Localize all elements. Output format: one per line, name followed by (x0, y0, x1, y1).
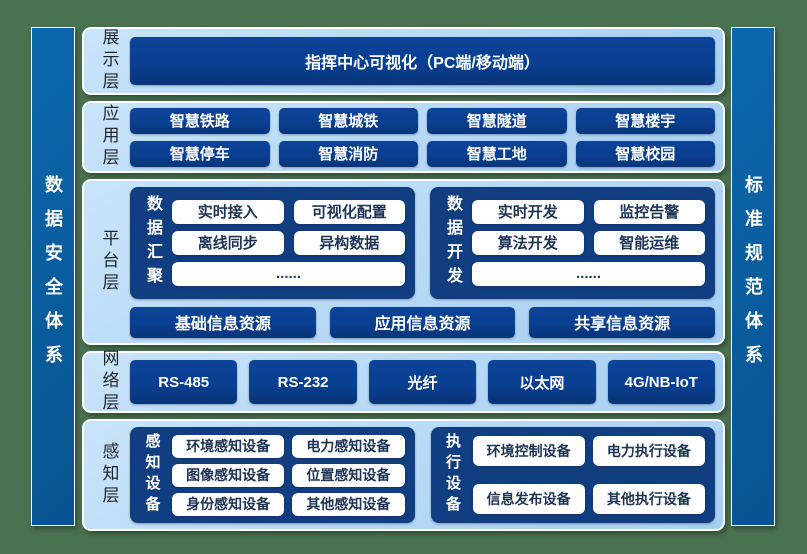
layer-panel-display: 展示层 指挥中心可视化（PC端/移动端） (82, 27, 725, 95)
platform-item: 异构数据 (293, 230, 405, 255)
group-data-aggregation-grid: 实时接入 可视化配置 离线同步 异构数据 ...... (172, 199, 405, 286)
layer-label-platform: 平台层 (94, 229, 124, 295)
app-item: 智慧工地 (427, 140, 567, 167)
group-data-aggregation: 数据汇聚 实时接入 可视化配置 离线同步 异构数据 ...... (130, 186, 415, 299)
platform-content: 数据汇聚 实时接入 可视化配置 离线同步 异构数据 ...... 数据开发 (130, 186, 715, 338)
layer-label-network: 网络层 (94, 349, 124, 415)
app-item: 智慧校园 (575, 140, 715, 167)
app-item: 智慧楼宇 (575, 107, 715, 134)
layer-label-display-text: 展示层 (99, 28, 119, 94)
layer-label-application: 应用层 (94, 104, 124, 170)
perception-content: 感知设备 环境感知设备 电力感知设备 图像感知设备 位置感知设备 身份感知设备 … (130, 427, 715, 523)
app-item: 智慧停车 (130, 140, 270, 167)
group-sensing-devices-label: 感知设备 (140, 433, 164, 517)
group-sensing-devices: 感知设备 环境感知设备 电力感知设备 图像感知设备 位置感知设备 身份感知设备 … (130, 427, 415, 523)
layer-panel-perception: 感知层 感知设备 环境感知设备 电力感知设备 图像感知设备 位置感知设备 身份感… (82, 419, 725, 531)
platform-item: 实时接入 (172, 199, 284, 224)
platform-item-more: ...... (472, 261, 705, 286)
display-content: 指挥中心可视化（PC端/移动端） (130, 37, 715, 85)
sensing-item: 位置感知设备 (292, 463, 405, 487)
layer-label-platform-text: 平台层 (99, 229, 119, 295)
group-execution-devices: 执行设备 环境控制设备 电力执行设备 信息发布设备 其他执行设备 (430, 427, 715, 523)
sensing-item: 环境感知设备 (172, 434, 285, 458)
layer-label-network-text: 网络层 (99, 349, 119, 415)
network-item: 光纤 (368, 360, 477, 404)
network-item: RS-232 (249, 360, 357, 404)
resource-item: 共享信息资源 (529, 306, 715, 338)
layer-label-perception-text: 感知层 (99, 442, 119, 508)
layer-panel-application: 应用层 智慧铁路 智慧城铁 智慧隧道 智慧楼宇 智慧停车 智慧消防 智慧工地 智… (82, 101, 725, 173)
app-item: 智慧隧道 (427, 107, 567, 134)
platform-item: 可视化配置 (293, 199, 405, 224)
group-execution-devices-label-text: 执行设备 (444, 433, 461, 517)
app-item: 智慧消防 (278, 140, 418, 167)
sensing-item: 身份感知设备 (172, 492, 285, 516)
group-data-development-grid: 实时开发 监控告警 算法开发 智能运维 ...... (472, 199, 705, 286)
platform-item-more: ...... (172, 261, 405, 286)
sensing-item: 其他感知设备 (292, 492, 405, 516)
network-item: RS-485 (130, 360, 238, 404)
platform-item: 智能运维 (593, 230, 705, 255)
layer-label-perception: 感知层 (94, 442, 124, 508)
command-center-title-box: 指挥中心可视化（PC端/移动端） (130, 37, 715, 85)
application-grid: 智慧铁路 智慧城铁 智慧隧道 智慧楼宇 智慧停车 智慧消防 智慧工地 智慧校园 (130, 107, 715, 167)
group-execution-devices-grid: 环境控制设备 电力执行设备 信息发布设备 其他执行设备 (472, 436, 705, 514)
platform-item: 离线同步 (172, 230, 284, 255)
platform-item: 实时开发 (472, 199, 584, 224)
layer-panel-platform: 平台层 数据汇聚 实时接入 可视化配置 离线同步 异构数据 ...... (82, 179, 725, 345)
group-data-aggregation-label: 数据汇聚 (140, 195, 164, 291)
group-sensing-devices-grid: 环境感知设备 电力感知设备 图像感知设备 位置感知设备 身份感知设备 其他感知设… (172, 434, 405, 516)
network-item: 以太网 (488, 360, 596, 404)
layer-panels: 展示层 指挥中心可视化（PC端/移动端） 应用层 智慧铁路 智慧城铁 智慧隧道 … (82, 27, 725, 531)
execution-item: 电力执行设备 (592, 436, 705, 466)
group-data-development-label-text: 数据开发 (444, 194, 461, 291)
app-item: 智慧城铁 (278, 107, 418, 134)
execution-item: 信息发布设备 (472, 484, 585, 514)
layer-panel-network: 网络层 RS-485 RS-232 光纤 以太网 4G/NB-IoT (82, 349, 725, 415)
layer-label-display: 展示层 (94, 28, 124, 94)
group-sensing-devices-label-text: 感知设备 (143, 433, 161, 517)
sensing-item: 电力感知设备 (292, 434, 405, 458)
group-data-aggregation-label-text: 数据汇聚 (144, 194, 161, 291)
platform-item: 算法开发 (472, 230, 584, 255)
network-item: 4G/NB-IoT (607, 360, 715, 404)
group-execution-devices-label: 执行设备 (441, 433, 465, 517)
sensing-item: 图像感知设备 (172, 463, 285, 487)
pillar-data-security: 数据安全体系 (31, 27, 75, 526)
resource-item: 应用信息资源 (329, 306, 516, 338)
resource-item: 基础信息资源 (130, 306, 316, 338)
platform-item: 监控告警 (593, 199, 705, 224)
pillar-data-security-label: 数据安全体系 (43, 174, 63, 379)
pillar-standards-label: 标准规范体系 (743, 174, 763, 379)
execution-item: 环境控制设备 (472, 436, 585, 466)
app-item: 智慧铁路 (130, 107, 270, 134)
group-data-development-label: 数据开发 (440, 195, 464, 291)
layer-label-application-text: 应用层 (99, 104, 119, 170)
platform-resources: 基础信息资源 应用信息资源 共享信息资源 (130, 306, 715, 338)
pillar-standards: 标准规范体系 (731, 27, 775, 526)
network-grid: RS-485 RS-232 光纤 以太网 4G/NB-IoT (130, 360, 715, 404)
platform-groups: 数据汇聚 实时接入 可视化配置 离线同步 异构数据 ...... 数据开发 (130, 186, 715, 299)
group-data-development: 数据开发 实时开发 监控告警 算法开发 智能运维 ...... (430, 186, 715, 299)
execution-item: 其他执行设备 (592, 484, 705, 514)
